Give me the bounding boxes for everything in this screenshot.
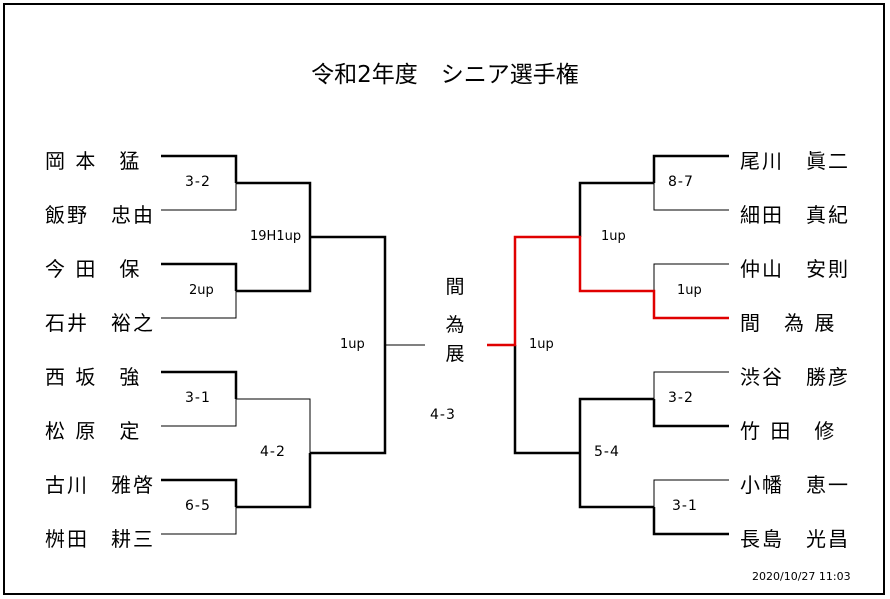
bracket-line bbox=[161, 399, 237, 427]
bracket-line bbox=[310, 235, 387, 345]
final-score: 4-3 bbox=[430, 407, 456, 423]
score-right-r1-3: 3-2 bbox=[668, 390, 694, 406]
score-right-r2-2: 5-4 bbox=[594, 444, 620, 460]
score-right-r2-1: 1up bbox=[601, 229, 626, 244]
bracket-line bbox=[652, 399, 729, 428]
champion-char: 為 bbox=[445, 314, 465, 336]
winner-path bbox=[487, 235, 729, 347]
left-player-4: 石井 裕之 bbox=[45, 311, 155, 335]
bracket-line bbox=[161, 154, 238, 183]
bracket-line bbox=[161, 183, 237, 211]
champion-name: 間 為 展 bbox=[440, 268, 470, 364]
score-left-r1-4: 6-5 bbox=[185, 498, 211, 514]
right-player-8: 長島 光昌 bbox=[740, 527, 850, 551]
bracket-line bbox=[513, 345, 580, 455]
left-player-1: 岡 本 猛 bbox=[45, 149, 142, 173]
right-player-5: 渋谷 勝彦 bbox=[740, 365, 850, 389]
bracket-line bbox=[578, 453, 654, 509]
score-right-r1-2: 1up bbox=[677, 283, 702, 298]
right-player-4: 間 為 展 bbox=[740, 311, 837, 335]
bracket-line bbox=[236, 181, 312, 237]
right-player-1: 尾川 眞二 bbox=[740, 149, 850, 173]
left-player-2: 飯野 忠由 bbox=[45, 203, 155, 227]
bracket-line bbox=[653, 479, 729, 507]
tournament-title: 令和2年度 シニア選手権 bbox=[311, 62, 579, 88]
bracket-line bbox=[161, 262, 238, 291]
champion-char: 展 bbox=[445, 343, 465, 365]
score-right-r1-1: 8-7 bbox=[668, 174, 694, 190]
bracket-line bbox=[161, 507, 237, 535]
bracket-frame bbox=[3, 3, 885, 595]
bracket-line bbox=[236, 237, 312, 293]
bracket-line bbox=[578, 397, 654, 453]
left-player-5: 西 坂 強 bbox=[45, 365, 142, 389]
bracket-line bbox=[161, 291, 237, 319]
bracket-line bbox=[652, 154, 729, 183]
bracket-line bbox=[161, 370, 238, 399]
left-player-8: 桝田 耕三 bbox=[45, 527, 155, 551]
bracket-line bbox=[578, 181, 654, 237]
bracket-line bbox=[653, 371, 729, 399]
right-player-2: 細田 真紀 bbox=[740, 203, 850, 227]
bracket-line bbox=[161, 478, 238, 507]
bracket-line bbox=[652, 507, 729, 536]
champion-char: 間 bbox=[445, 276, 465, 298]
bracket-line bbox=[653, 263, 729, 291]
left-player-6: 松 原 定 bbox=[45, 419, 142, 443]
bracket-line bbox=[653, 183, 729, 211]
score-left-r2-2: 4-2 bbox=[260, 444, 286, 460]
score-right-r3: 1up bbox=[529, 337, 554, 352]
score-left-r2-1: 19H1up bbox=[250, 229, 302, 244]
score-left-r1-1: 3-2 bbox=[185, 174, 211, 190]
score-left-r3: 1up bbox=[340, 337, 365, 352]
score-left-r1-2: 2up bbox=[189, 283, 214, 298]
score-left-r1-3: 3-1 bbox=[185, 390, 211, 406]
right-player-7: 小幡 恵一 bbox=[740, 473, 850, 497]
right-player-3: 仲山 安則 bbox=[740, 257, 850, 281]
left-player-3: 今 田 保 bbox=[45, 257, 142, 281]
score-right-r1-4: 3-1 bbox=[672, 498, 698, 514]
bracket-line bbox=[236, 453, 312, 509]
timestamp: 2020/10/27 11:03 bbox=[752, 570, 851, 583]
left-player-7: 古川 雅啓 bbox=[45, 473, 155, 497]
bracket-line bbox=[236, 398, 311, 453]
bracket-line bbox=[310, 345, 387, 455]
right-player-6: 竹 田 修 bbox=[740, 419, 837, 443]
